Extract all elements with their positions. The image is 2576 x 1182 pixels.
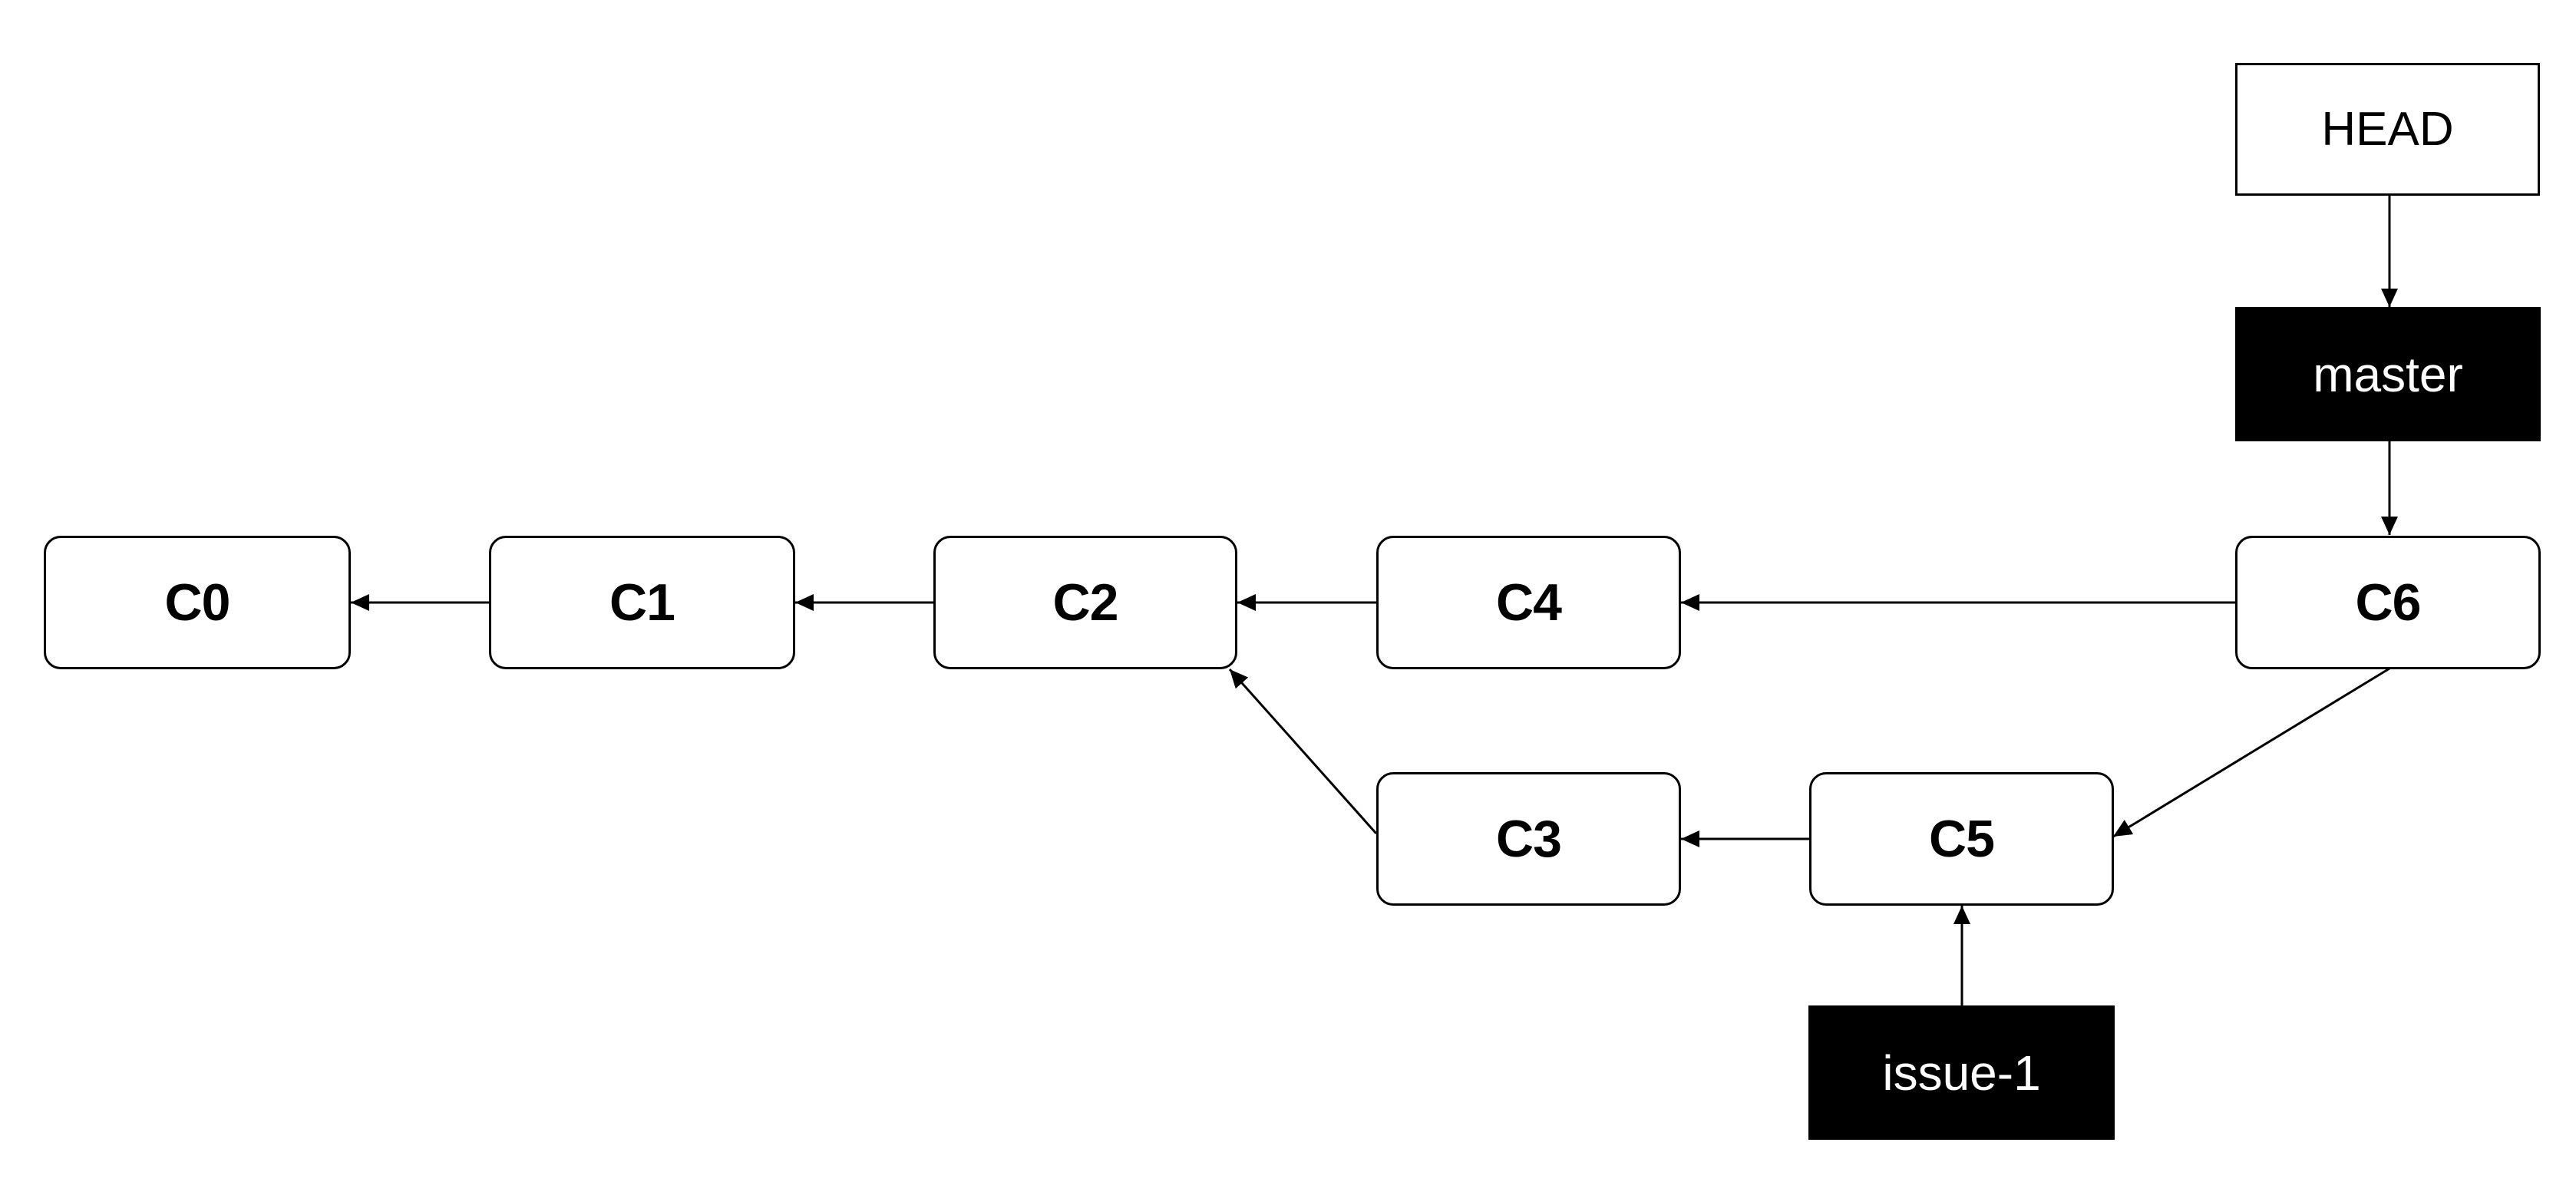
commit-c0: C0 (44, 536, 351, 669)
commit-c6-label: C6 (2355, 573, 2422, 632)
commit-c3-label: C3 (1496, 810, 1562, 868)
commit-c4: C4 (1376, 536, 1681, 669)
commit-c0-label: C0 (164, 573, 231, 632)
commit-c4-label: C4 (1496, 573, 1562, 632)
commit-c2-label: C2 (1052, 573, 1119, 632)
branch-issue-1-label: issue-1 (1882, 1045, 2041, 1101)
branch-master-label: master (2313, 346, 2463, 402)
edge-c3-to-c2 (1228, 669, 1378, 834)
branch-issue-1: issue-1 (1808, 1005, 2115, 1140)
commit-c1: C1 (489, 536, 795, 669)
commit-c5: C5 (1809, 772, 2114, 906)
commit-c1-label: C1 (609, 573, 675, 632)
commit-c6: C6 (2235, 536, 2541, 669)
edge-c6-to-c5 (2112, 667, 2390, 838)
commit-c3: C3 (1376, 772, 1681, 906)
head-pointer: HEAD (2235, 63, 2540, 196)
branch-master: master (2235, 307, 2541, 441)
commit-c5-label: C5 (1929, 810, 1995, 868)
head-label: HEAD (2321, 103, 2454, 156)
commit-c2: C2 (933, 536, 1237, 669)
